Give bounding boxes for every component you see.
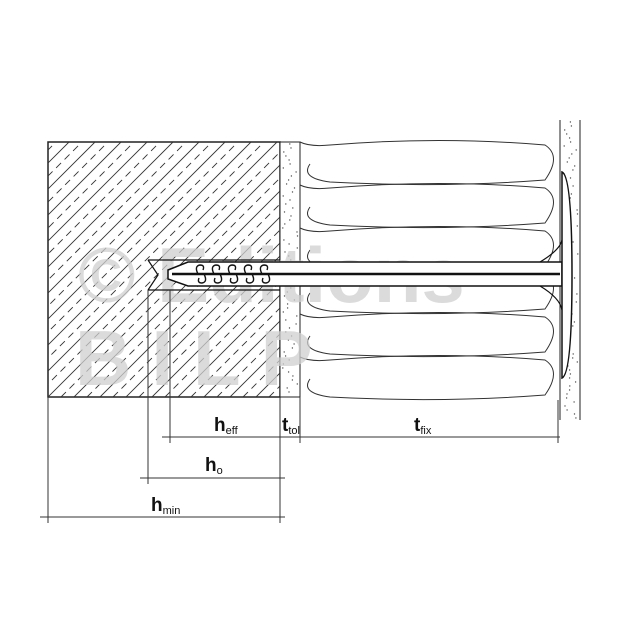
dim-hmin: hmin <box>151 495 180 517</box>
dim-ttol: ttol <box>282 415 300 437</box>
watermark-line2: BILP <box>75 314 333 402</box>
insulation-anchor <box>147 170 573 380</box>
dim-tfix: tfix <box>414 415 432 437</box>
dimension-lines <box>40 290 560 523</box>
dim-heff: heff <box>214 415 239 437</box>
anchor-plate <box>561 170 573 380</box>
svg-text:ttol: ttol <box>282 415 300 437</box>
svg-text:hmin: hmin <box>151 495 180 517</box>
svg-text:tfix: tfix <box>414 415 432 437</box>
svg-text:ho: ho <box>205 455 223 477</box>
dim-ho: ho <box>205 455 223 477</box>
svg-text:heff: heff <box>214 415 239 437</box>
expansion-ribs <box>195 264 271 284</box>
